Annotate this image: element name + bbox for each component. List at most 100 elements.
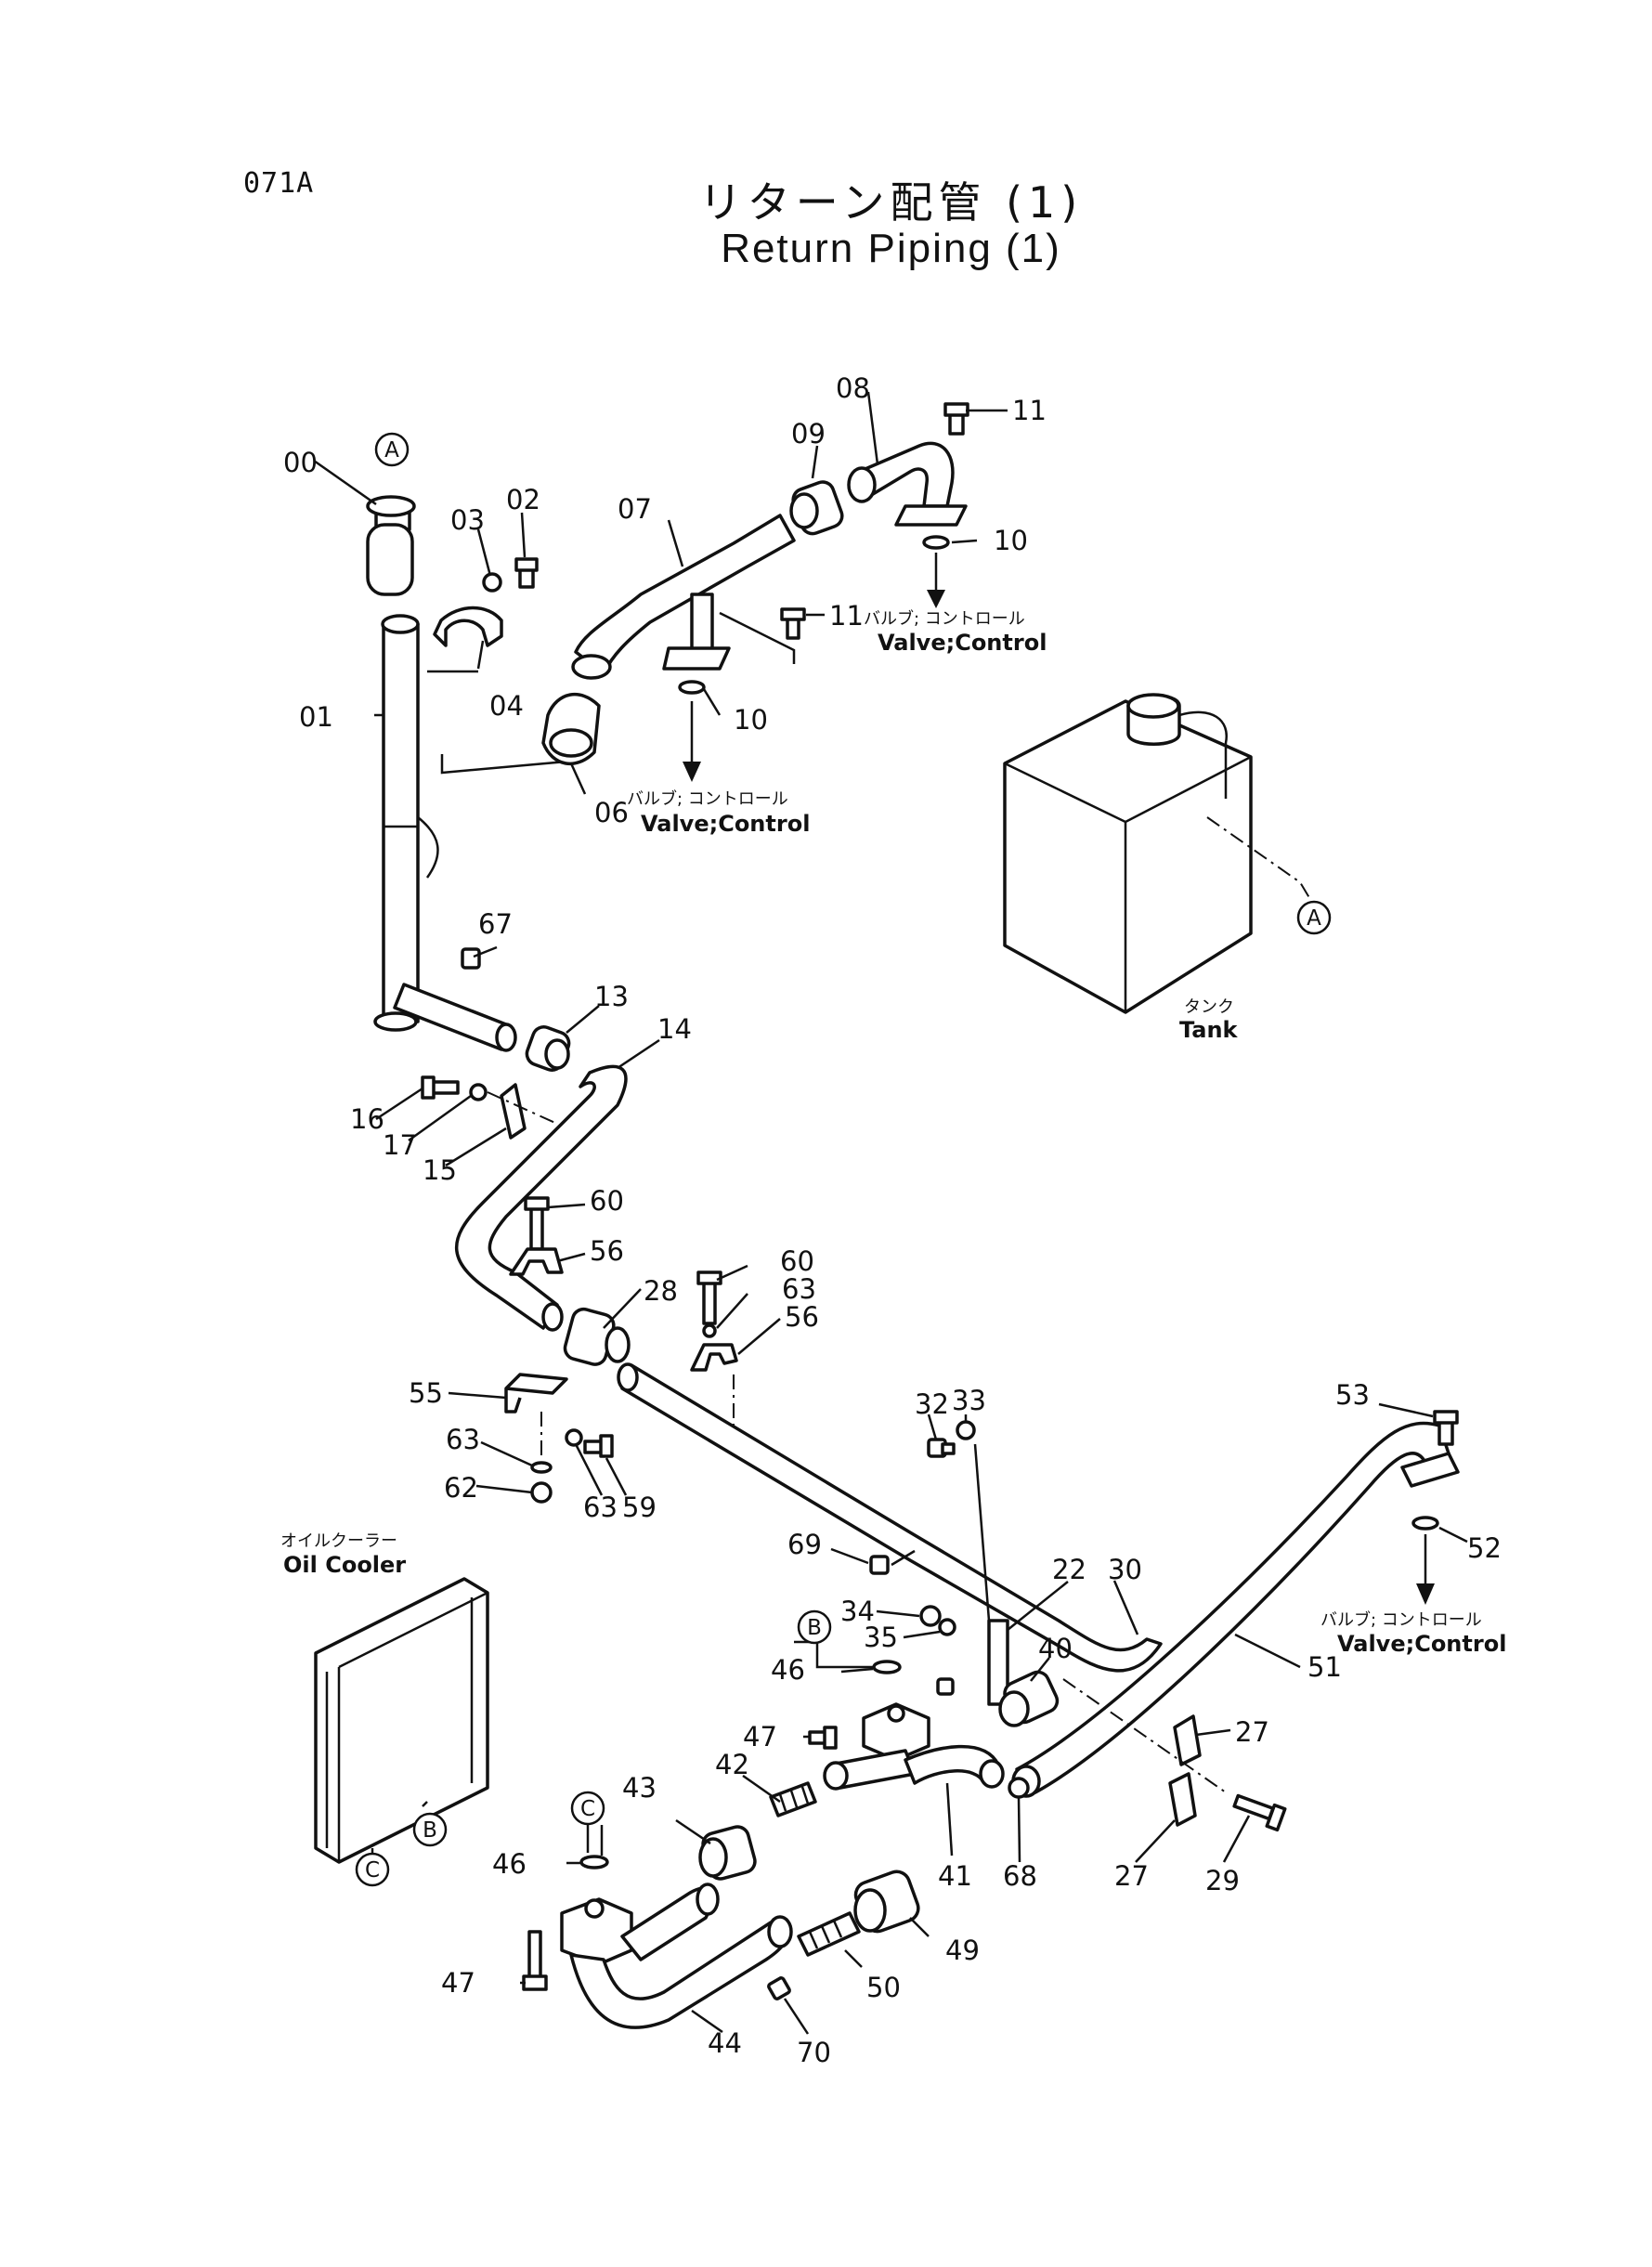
pipe-01 [373, 614, 439, 1032]
bracket-55 [504, 1373, 568, 1414]
nipple-50 [797, 1911, 861, 1957]
callout-42: 42 [715, 1749, 749, 1780]
nut-68 [1008, 1777, 1030, 1799]
callout-02: 02 [506, 484, 540, 515]
bolt-16 [421, 1075, 460, 1100]
pipe-41 [823, 1744, 1005, 1791]
callout-35: 35 [864, 1622, 898, 1653]
plug-69 [869, 1555, 890, 1575]
callout-53: 53 [1335, 1379, 1370, 1411]
callout-15: 15 [423, 1154, 457, 1186]
callout-11-top: 11 [1012, 395, 1047, 426]
callout-49: 49 [945, 1935, 980, 1966]
valve-note-right-ja: バルブ; コントロール [1320, 1609, 1482, 1630]
callout-60-b: 60 [780, 1245, 814, 1277]
washer-17 [469, 1083, 488, 1101]
bolt-32 [927, 1438, 956, 1458]
pipe-01-branch [393, 983, 517, 1052]
plug-70 [767, 1976, 791, 2000]
svg-text:B: B [807, 1616, 822, 1640]
bolt-59 [583, 1434, 614, 1458]
ref-A-top: A [374, 432, 410, 467]
washer-33 [956, 1420, 976, 1440]
callout-30: 30 [1108, 1554, 1142, 1585]
clamp-27-bottom [1168, 1772, 1197, 1827]
callout-11-mid: 11 [829, 600, 864, 632]
callout-55: 55 [409, 1377, 443, 1409]
nipple-42 [769, 1781, 817, 1818]
valve-note-mid-ja: バルブ; コントロール [627, 788, 788, 809]
callout-56-b: 56 [785, 1301, 819, 1333]
callout-16: 16 [350, 1103, 384, 1135]
oring-10-mid [678, 680, 706, 695]
ref-A-tank: A [1296, 900, 1332, 935]
cooler-label-en: Oil Cooler [283, 1552, 406, 1578]
callout-68: 68 [1003, 1860, 1037, 1892]
callout-60-a: 60 [590, 1185, 624, 1217]
oring-52 [1411, 1516, 1439, 1531]
hose-09 [789, 480, 844, 536]
hose-28 [563, 1307, 631, 1366]
title-english: Return Piping (1) [721, 226, 1061, 271]
pipe-51 [1011, 1421, 1460, 1798]
ref-B-block: B [797, 1609, 832, 1645]
nut-62 [530, 1481, 553, 1504]
ref-C-cooler: C [355, 1852, 390, 1887]
tank [1003, 693, 1253, 1014]
svg-text:B: B [423, 1818, 437, 1843]
callout-62: 62 [444, 1472, 478, 1504]
oring-10-top [922, 535, 950, 550]
callout-22: 22 [1052, 1554, 1086, 1585]
valve-note-mid-en: Valve;Control [641, 811, 810, 837]
tank-label-ja: タンク [1184, 997, 1234, 1017]
callout-33: 33 [952, 1385, 986, 1416]
ref-B-cooler: B [412, 1812, 448, 1847]
hose-13 [525, 1025, 571, 1072]
callout-04: 04 [489, 690, 524, 722]
hose-43 [698, 1825, 757, 1881]
callout-52: 52 [1467, 1532, 1502, 1564]
bolt-60-a [524, 1196, 550, 1251]
clamp-56-b [690, 1343, 738, 1372]
oring-46-b [579, 1855, 609, 1870]
callout-43: 43 [622, 1772, 657, 1804]
washer-63-b [565, 1428, 583, 1447]
callout-70: 70 [797, 2037, 831, 2068]
callout-63-a: 63 [446, 1424, 480, 1455]
bolt-47-b [522, 1930, 548, 1991]
pipe-07 [571, 514, 796, 680]
svg-text:C: C [365, 1858, 380, 1883]
callout-34: 34 [840, 1596, 875, 1627]
callout-59: 59 [622, 1492, 657, 1523]
callout-40: 40 [1038, 1633, 1073, 1664]
pipe-44 [569, 1883, 793, 2029]
washer-03 [482, 572, 502, 593]
plug-small [936, 1677, 955, 1696]
bolt-29 [1232, 1793, 1287, 1832]
hose-00 [366, 495, 416, 596]
bolt-11-mid [780, 607, 806, 640]
callout-01: 01 [299, 701, 333, 733]
callout-27-top: 27 [1235, 1716, 1269, 1748]
callout-08: 08 [836, 372, 870, 404]
title-japanese: リターン配管 (1) [698, 177, 1084, 228]
callout-47-b: 47 [441, 1967, 475, 1999]
clamp-56-a [509, 1247, 564, 1276]
callout-28: 28 [644, 1275, 678, 1307]
callout-46-b: 46 [492, 1848, 527, 1880]
callout-07: 07 [618, 493, 652, 525]
bolt-02 [514, 557, 539, 589]
ref-C-block: C [570, 1791, 605, 1826]
page-number: 071A [243, 167, 315, 200]
bolt-53 [1433, 1410, 1459, 1446]
callout-03: 03 [450, 504, 485, 536]
svg-text:C: C [580, 1797, 595, 1821]
clamp-15 [500, 1083, 527, 1140]
callout-14: 14 [657, 1013, 692, 1045]
callout-09: 09 [791, 418, 826, 449]
callout-67: 67 [478, 908, 513, 940]
washer-63-c [702, 1323, 717, 1338]
svg-text:A: A [384, 438, 399, 463]
callout-17: 17 [383, 1129, 417, 1161]
callout-27-bottom: 27 [1114, 1860, 1149, 1892]
